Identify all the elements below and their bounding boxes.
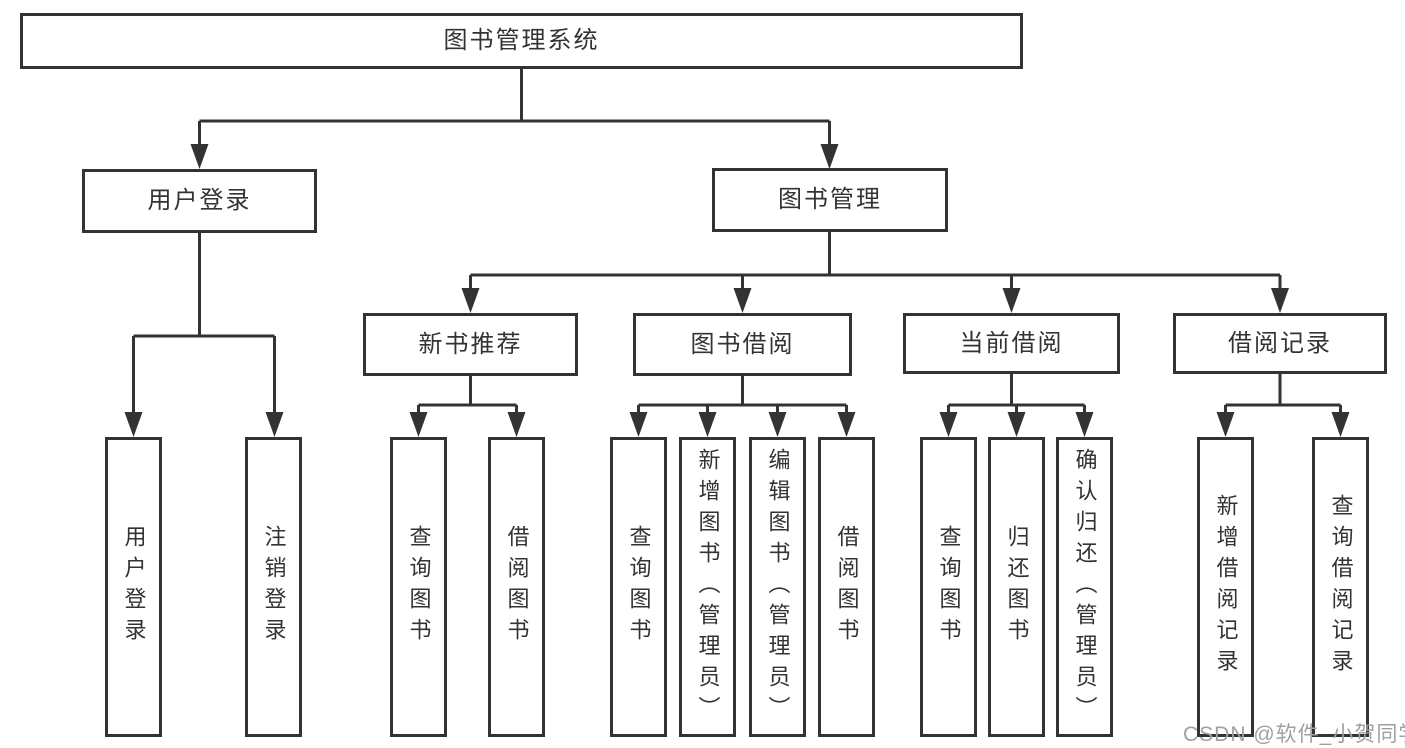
connector-book-mgmt-to-level3 [469, 232, 1282, 290]
leaf-add-books-admin: 新增图书（管理员） [679, 437, 736, 737]
node-label: 图书管理系统 [443, 27, 600, 54]
leaf-label: 新增图书（管理员） [695, 447, 721, 727]
leaf-label: 查询图书 [406, 525, 432, 649]
leaf-label: 用户登录 [121, 525, 147, 649]
leaf-query-books-new: 查询图书 [390, 437, 447, 737]
node-label: 用户登录 [147, 187, 252, 214]
node-label: 当前借阅 [959, 329, 1064, 357]
node-label: 借阅记录 [1228, 329, 1332, 357]
leaf-label: 注销登录 [261, 525, 287, 649]
leaf-label: 查询图书 [936, 525, 962, 649]
connector-borrow-records-to-leaves [1224, 374, 1342, 414]
node-book-management: 图书管理 [712, 168, 948, 232]
leaf-label: 新增借阅记录 [1213, 494, 1239, 680]
arrowheads [124, 144, 1350, 437]
node-label: 新书推荐 [418, 330, 523, 358]
connector-book-borrow-to-leaves [637, 376, 848, 414]
node-library-management-system: 图书管理系统 [20, 13, 1023, 69]
csdn-watermark: CSDN @软件_小贺同学 [1183, 723, 1405, 746]
leaf-logout: 注销登录 [245, 437, 302, 737]
leaf-label: 编辑图书（管理员） [765, 447, 791, 727]
node-borrow-records: 借阅记录 [1173, 313, 1387, 374]
node-book-borrow: 图书借阅 [633, 313, 852, 376]
node-new-book-recommend: 新书推荐 [363, 313, 578, 376]
node-current-borrow: 当前借阅 [903, 313, 1120, 374]
leaf-label: 查询借阅记录 [1328, 494, 1354, 680]
node-label: 图书借阅 [690, 330, 795, 358]
leaf-confirm-return-admin: 确认归还（管理员） [1056, 437, 1113, 737]
connector-user-login-to-leaves [132, 233, 276, 414]
leaf-label: 确认归还（管理员） [1072, 447, 1098, 727]
leaf-label: 查询图书 [626, 525, 652, 649]
leaf-label: 借阅图书 [504, 525, 530, 649]
leaf-query-borrow-record: 查询借阅记录 [1312, 437, 1369, 737]
leaf-edit-books-admin: 编辑图书（管理员） [749, 437, 806, 737]
leaf-add-borrow-record: 新增借阅记录 [1197, 437, 1254, 737]
leaf-label: 归还图书 [1004, 525, 1030, 649]
leaf-borrow-books: 借阅图书 [818, 437, 875, 737]
leaf-user-login: 用户登录 [105, 437, 162, 737]
node-label: 图书管理 [778, 186, 882, 213]
leaf-query-books-borrow: 查询图书 [610, 437, 667, 737]
leaf-borrow-books-new: 借阅图书 [488, 437, 545, 737]
node-user-login: 用户登录 [82, 169, 317, 233]
connector-current-borrow-to-leaves [947, 374, 1086, 414]
connector-new-books-to-leaves [417, 376, 518, 414]
connector-root-to-level2 [198, 68, 831, 146]
leaf-query-books-current: 查询图书 [920, 437, 977, 737]
leaf-label: 借阅图书 [834, 525, 860, 649]
leaf-return-books: 归还图书 [988, 437, 1045, 737]
